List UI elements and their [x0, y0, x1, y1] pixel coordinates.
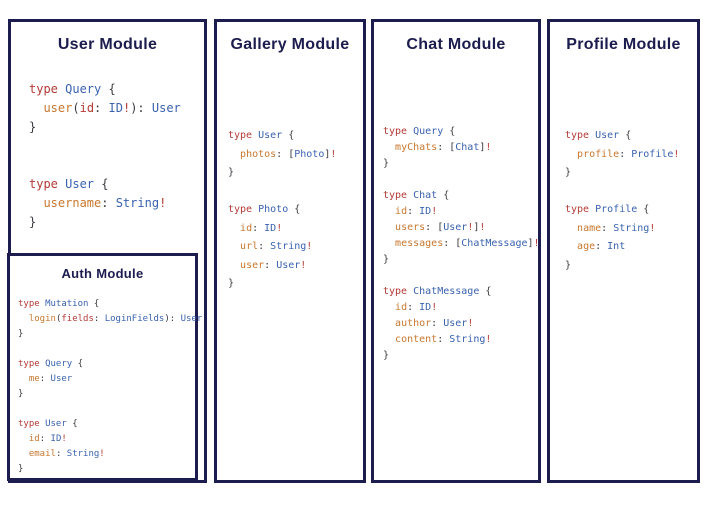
chat-module-title: Chat Module: [406, 36, 506, 53]
code-line: name: String!: [577, 222, 656, 234]
code-line: type User {: [228, 130, 295, 141]
code-line: id: ID!: [240, 222, 283, 234]
code-line: type Query {: [383, 126, 456, 137]
gallery-module-code: type User { photos: [Photo]!} type Photo…: [228, 127, 336, 294]
code-line: id: ID!: [395, 302, 438, 313]
code-line: [18, 402, 202, 417]
code-line: type User {: [565, 130, 632, 141]
code-line: }: [29, 120, 37, 134]
profile-module-panel: Profile Module type User { profile: Prof…: [547, 19, 700, 483]
code-line: email: String!: [28, 449, 105, 459]
code-line: [565, 183, 679, 202]
code-line: type User {: [29, 177, 109, 191]
code-line: user: User!: [240, 259, 307, 271]
code-line: profile: Profile!: [577, 148, 680, 160]
code-line: photos: [Photo]!: [240, 148, 337, 160]
code-line: type Mutation {: [18, 299, 100, 309]
code-line: type Chat {: [383, 190, 450, 201]
code-line: }: [383, 350, 390, 361]
code-line: [29, 156, 181, 175]
code-line: [29, 137, 181, 156]
code-line: }: [565, 167, 572, 178]
code-line: author: User!: [395, 318, 474, 329]
code-line: }: [29, 215, 37, 229]
code-line: [18, 342, 202, 357]
code-line: users: [User!]!: [395, 222, 486, 233]
profile-module-code: type User { profile: Profile!} type Prof…: [565, 127, 679, 275]
auth-module-title: Auth Module: [61, 266, 144, 281]
code-line: }: [565, 259, 572, 271]
code-line: type Profile {: [565, 204, 650, 215]
code-line: messages: [ChatMessage]!: [395, 238, 540, 249]
code-line: [383, 172, 540, 188]
code-line: me: User: [28, 374, 73, 384]
auth-module-panel: Auth Module type Mutation { login(fields…: [7, 253, 202, 481]
code-line: type Photo {: [228, 204, 301, 215]
code-line: user(id: ID!): User: [43, 101, 181, 115]
chat-module-panel: Chat Module type Query { myChats: [Chat]…: [371, 19, 541, 483]
chat-module-code: type Query { myChats: [Chat]!} type Chat…: [383, 124, 540, 364]
code-line: type User {: [18, 419, 78, 429]
code-line: }: [18, 389, 24, 399]
code-line: myChats: [Chat]!: [395, 142, 492, 153]
user-module-code: type Query { user(id: ID!): User} type U…: [29, 80, 181, 232]
code-line: id: ID!: [395, 206, 438, 217]
code-line: }: [228, 167, 235, 178]
code-line: content: String!: [395, 334, 492, 345]
code-line: age: Int: [577, 241, 626, 252]
profile-module-title: Profile Module: [566, 36, 681, 53]
code-line: [228, 183, 336, 202]
code-line: type Query {: [18, 359, 84, 369]
code-line: type ChatMessage {: [383, 286, 492, 297]
user-module-title: User Module: [57, 36, 158, 53]
code-line: url: String!: [240, 241, 313, 252]
code-line: type Query {: [29, 82, 116, 96]
code-line: id: ID!: [28, 434, 67, 444]
code-line: login(fields: LoginFields): User: [28, 314, 203, 324]
code-line: }: [383, 158, 390, 169]
code-line: }: [18, 464, 24, 474]
code-line: }: [228, 278, 235, 289]
code-line: }: [383, 254, 390, 265]
code-line: }: [18, 329, 24, 339]
code-line: [383, 268, 540, 284]
code-line: username: String!: [43, 196, 167, 210]
gallery-module-panel: Gallery Module type User { photos: [Phot…: [214, 19, 366, 483]
gallery-module-title: Gallery Module: [230, 36, 350, 53]
auth-module-code: type Mutation { login(fields: LoginField…: [18, 297, 202, 477]
